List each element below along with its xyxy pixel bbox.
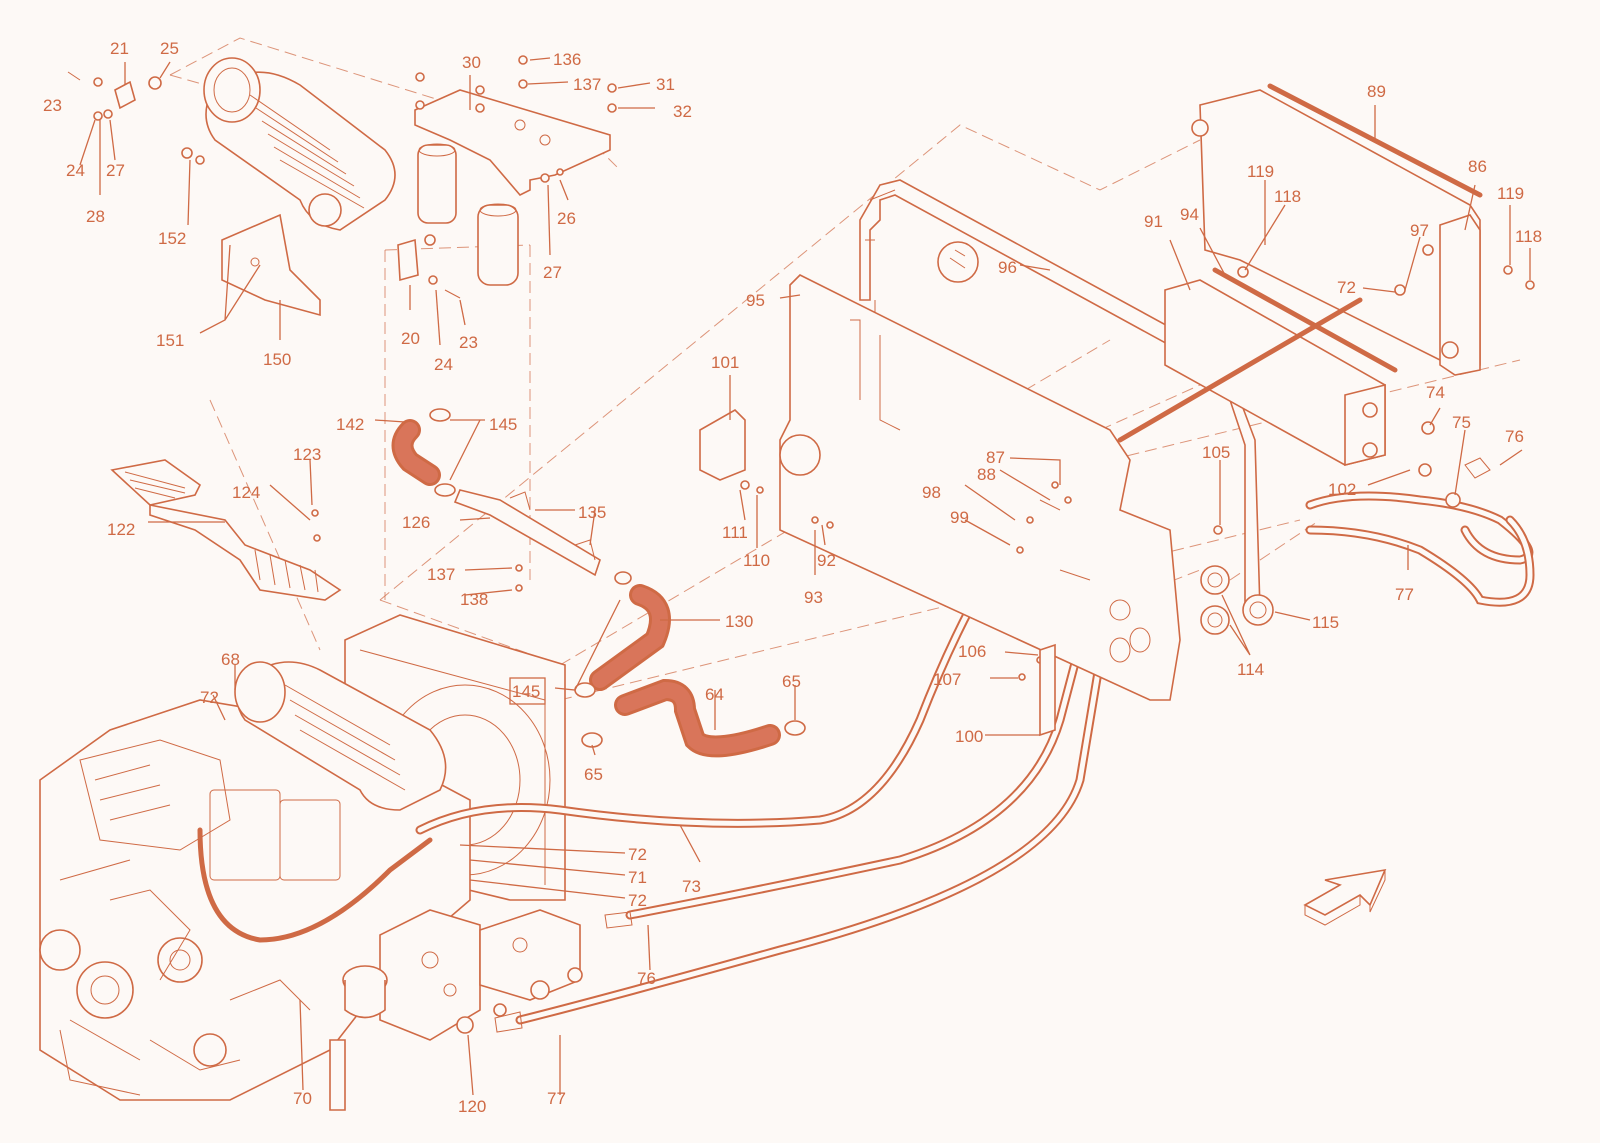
- callout-labels: 21 25 23 24 27 28 152 151 150 30 136 137…: [43, 39, 1542, 1116]
- callout-77: 77: [1395, 585, 1414, 604]
- callout-72c: 72: [628, 845, 647, 864]
- leader-lines: [79, 57, 1531, 1096]
- callout-27: 27: [106, 161, 125, 180]
- grommets: [1200, 565, 1274, 635]
- callout-150: 150: [263, 350, 291, 369]
- callout-28: 28: [86, 207, 105, 226]
- callout-98: 98: [922, 483, 941, 502]
- callout-21: 21: [110, 39, 129, 58]
- callout-95: 95: [746, 291, 765, 310]
- callout-97: 97: [1410, 221, 1429, 240]
- callout-86: 86: [1468, 157, 1487, 176]
- callout-32: 32: [673, 102, 692, 121]
- callout-93: 93: [804, 588, 823, 607]
- callout-76: 76: [1505, 427, 1524, 446]
- callout-126: 126: [402, 513, 430, 532]
- callout-119b: 119: [1497, 184, 1524, 203]
- callout-30: 30: [462, 53, 481, 72]
- callout-70: 70: [293, 1089, 312, 1108]
- callout-105: 105: [1202, 443, 1230, 462]
- air-filter-assembly: [67, 57, 396, 317]
- callout-130: 130: [725, 612, 753, 631]
- callout-96: 96: [998, 258, 1017, 277]
- callout-26: 26: [557, 209, 576, 228]
- coolant-hoses: [391, 408, 806, 758]
- callout-145: 145: [489, 415, 517, 434]
- fuel-filter-bracket: [397, 55, 617, 299]
- callout-152: 152: [158, 229, 186, 248]
- callout-115: 115: [1312, 613, 1339, 632]
- callout-71: 71: [628, 868, 647, 887]
- callout-110: 110: [743, 551, 770, 570]
- callout-65b: 65: [584, 765, 603, 784]
- callout-72: 72: [200, 688, 219, 707]
- callout-151: 151: [156, 331, 184, 350]
- callout-135: 135: [578, 503, 606, 522]
- callout-77b: 77: [547, 1089, 566, 1108]
- callout-31: 31: [656, 75, 675, 94]
- callout-107: 107: [933, 670, 961, 689]
- direction-arrow-icon: [1303, 868, 1387, 926]
- callout-73: 73: [682, 877, 701, 896]
- callout-91: 91: [1144, 212, 1163, 231]
- callout-137b: 137: [427, 565, 455, 584]
- callout-94: 94: [1180, 205, 1199, 224]
- callout-72d: 72: [628, 891, 647, 910]
- callout-124: 124: [232, 483, 260, 502]
- callout-100: 100: [955, 727, 983, 746]
- callout-136: 136: [553, 50, 581, 69]
- callout-24: 24: [66, 161, 85, 180]
- callout-68: 68: [221, 650, 240, 669]
- callout-99: 99: [950, 508, 969, 527]
- callout-142: 142: [336, 415, 364, 434]
- foot-pedal: [110, 459, 342, 601]
- callout-20: 20: [401, 329, 420, 348]
- callout-111: 111: [722, 523, 748, 542]
- callout-76b: 76: [637, 969, 656, 988]
- callout-23: 23: [43, 96, 62, 115]
- callout-114: 114: [1237, 660, 1264, 679]
- engine-block: [39, 661, 471, 1101]
- hydraulic-valve-block: [329, 909, 583, 1111]
- callout-145-boxed-text: 145: [512, 682, 540, 701]
- panel-hardware: [740, 480, 1223, 737]
- callout-137: 137: [573, 75, 601, 94]
- callout-75: 75: [1452, 413, 1471, 432]
- callout-101: 101: [711, 353, 739, 372]
- callout-118b: 118: [1515, 227, 1542, 246]
- callout-120: 120: [458, 1097, 486, 1116]
- callout-118: 118: [1274, 187, 1301, 206]
- callout-138: 138: [460, 590, 488, 609]
- callout-145-boxed: 145: [509, 677, 546, 705]
- callout-72b: 72: [1337, 278, 1356, 297]
- callout-65: 65: [782, 672, 801, 691]
- callout-123: 123: [293, 445, 321, 464]
- callout-89: 89: [1367, 82, 1386, 101]
- callout-102: 102: [1328, 480, 1356, 499]
- callout-88: 88: [977, 465, 996, 484]
- callout-23b: 23: [459, 333, 478, 352]
- callout-106: 106: [958, 642, 986, 661]
- callout-64: 64: [705, 685, 724, 704]
- callout-122: 122: [107, 520, 135, 539]
- side-panel: [699, 179, 1261, 701]
- callout-87: 87: [986, 448, 1005, 467]
- callout-24b: 24: [434, 355, 453, 374]
- callout-119: 119: [1247, 162, 1274, 181]
- callout-92: 92: [817, 551, 836, 570]
- oil-cooler-assembly: [1117, 83, 1535, 508]
- callout-74: 74: [1426, 383, 1445, 402]
- callout-25: 25: [160, 39, 179, 58]
- callout-27b: 27: [543, 263, 562, 282]
